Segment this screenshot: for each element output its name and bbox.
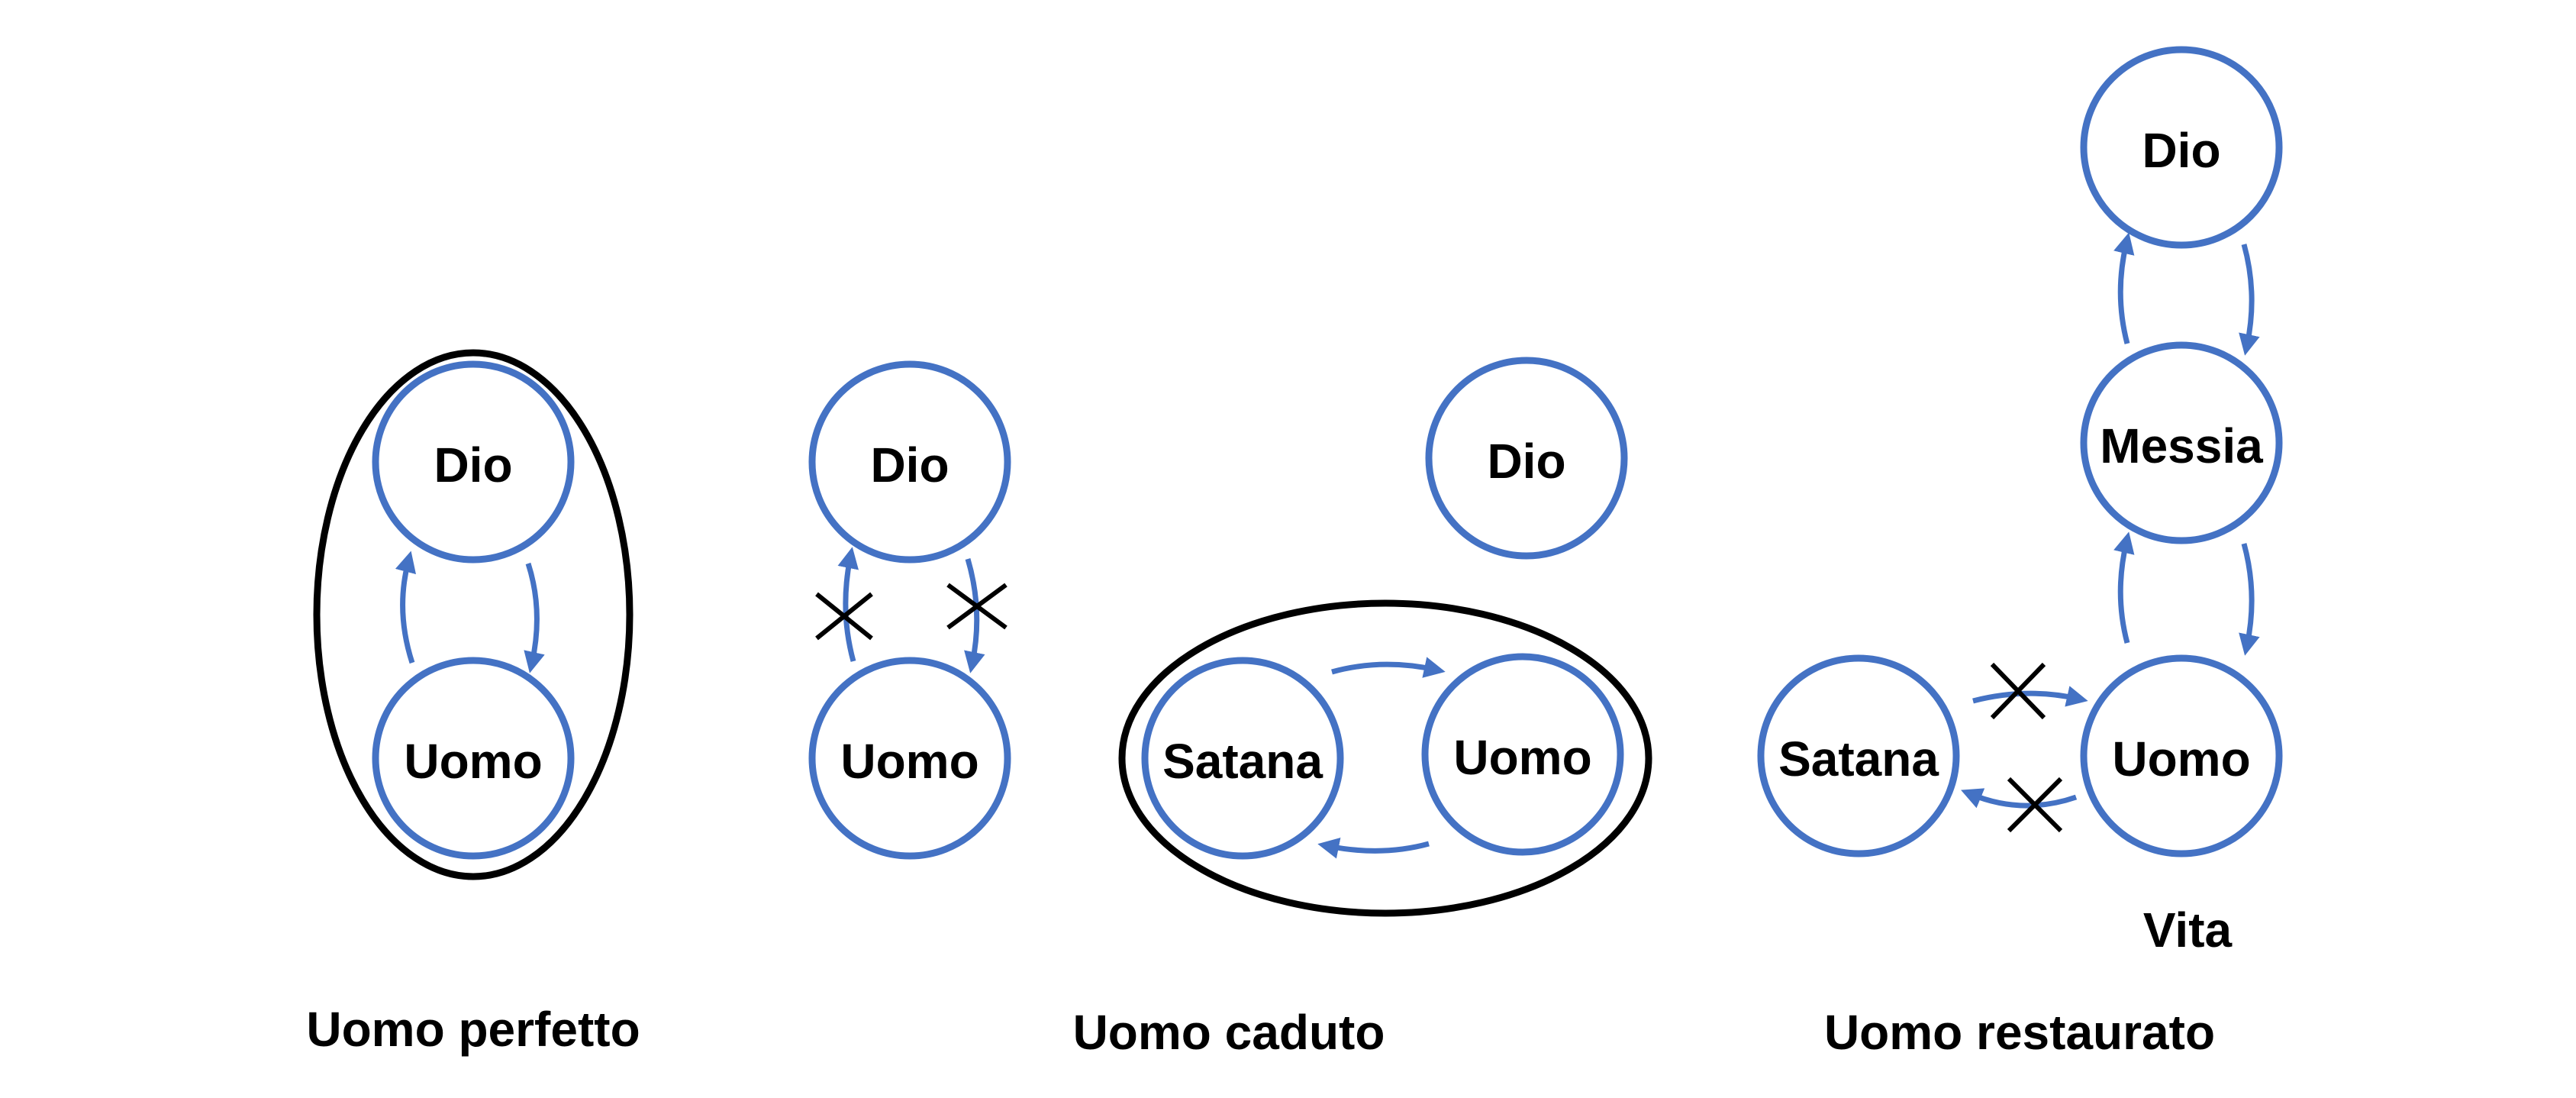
arrow-satana-to-uomo [1972, 686, 2088, 707]
arrow-dio-to-uomo [524, 562, 545, 673]
blocked-cross-icon [815, 592, 873, 641]
arrow-messia-to-dio [2113, 232, 2135, 344]
panel-uomo-restaurato: Dio Messia Uomo Satana Vita Uomo restaur… [1757, 46, 2283, 1060]
panel-uomo-caduto: Dio Uomo Uomo caduto [808, 360, 1385, 1060]
node-messia [2080, 341, 2283, 544]
node-uomo [808, 657, 1011, 860]
blocked-cross-icon [946, 583, 1008, 630]
blocked-cross-icon [2007, 777, 2063, 833]
caption: Uomo caduto [1073, 1005, 1385, 1060]
node-uomo [1421, 653, 1624, 856]
node-uomo-label: Uomo [1453, 730, 1591, 785]
group-ellipse [313, 349, 634, 880]
node-dio [1425, 357, 1628, 560]
node-dio [808, 360, 1011, 564]
node-satana [1141, 657, 1344, 860]
arrow-uomo-to-satana [1961, 788, 2078, 809]
arrow-dio-to-uomo [964, 558, 985, 673]
panel-uomo-perfetto: Dio Uomo Uomo perfetto [306, 349, 640, 1057]
node-satana-label: Satana [1778, 731, 1939, 786]
node-satana-label: Satana [1162, 734, 1323, 789]
arrow-uomo-to-messia [2113, 531, 2135, 644]
node-messia-label: Messia [2100, 418, 2263, 473]
node-uomo-label: Uomo [404, 734, 542, 789]
arrow-dio-to-messia [2239, 244, 2260, 356]
node-uomo-label: Uomo [2112, 731, 2250, 786]
arrow-messia-to-uomo [2239, 543, 2260, 656]
node-dio-label: Dio [2142, 123, 2220, 178]
node-dio-label: Dio [870, 438, 949, 492]
vita-label: Vita [2143, 903, 2233, 958]
panel-satana-dominion: Dio Satana Uomo [1118, 357, 1652, 917]
group-ellipse [1118, 599, 1652, 917]
node-dio-label: Dio [1487, 434, 1565, 489]
node-uomo-label: Uomo [840, 734, 978, 789]
node-dio [2080, 46, 2283, 249]
caption: Uomo perfetto [306, 1002, 640, 1057]
arrow-uomo-to-dio [837, 547, 859, 662]
caption: Uomo restaurato [1824, 1005, 2215, 1060]
node-uomo [2080, 654, 2283, 857]
node-uomo [372, 657, 575, 860]
arrow-uomo-to-satana [1317, 838, 1430, 859]
arrow-uomo-to-dio [395, 551, 417, 664]
node-satana [1757, 654, 1960, 857]
node-dio-label: Dio [434, 438, 512, 492]
blocked-cross-icon [1990, 662, 2046, 720]
node-dio [372, 360, 575, 564]
arrow-satana-to-uomo [1331, 657, 1446, 678]
